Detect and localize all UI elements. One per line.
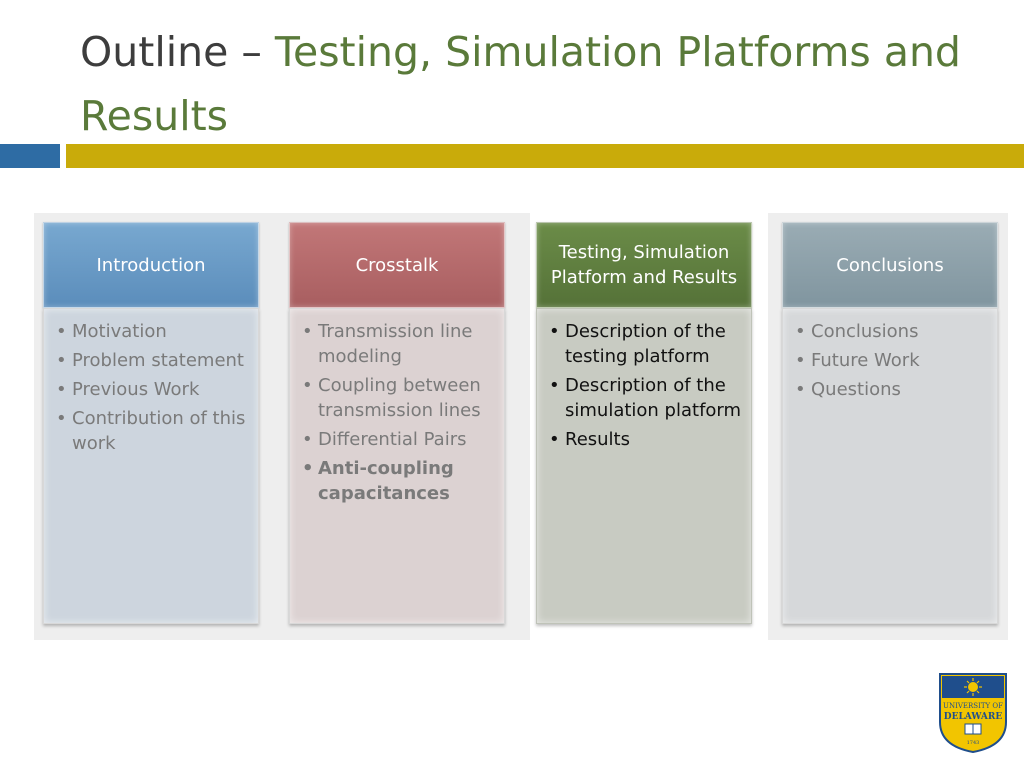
column-testing: Testing, Simulation Platform and Results…: [536, 222, 752, 624]
list-item: Results: [547, 427, 743, 452]
list-item: Description of the simulation platform: [547, 373, 743, 423]
list-item: Transmission line modeling: [300, 319, 496, 369]
logo-text-line2: DELAWARE: [944, 712, 1003, 722]
list-item: Anti-coupling capacitances: [300, 456, 496, 506]
list-item: Conclusions: [793, 319, 989, 344]
logo-year: 1743: [967, 740, 980, 746]
accent-bar-gold: [66, 144, 1024, 168]
column-body-testing: Description of the testing platform Desc…: [536, 308, 752, 624]
title-prefix: Outline –: [80, 28, 275, 76]
list-item: Previous Work: [54, 377, 250, 402]
column-body-crosstalk: Transmission line modeling Coupling betw…: [289, 308, 505, 624]
list-item: Future Work: [793, 348, 989, 373]
column-header-testing: Testing, Simulation Platform and Results: [536, 222, 752, 308]
column-header-conclusions: Conclusions: [782, 222, 998, 308]
list-item: Motivation: [54, 319, 250, 344]
list-item: Differential Pairs: [300, 427, 496, 452]
column-body-introduction: Motivation Problem statement Previous Wo…: [43, 308, 259, 624]
list-item: Coupling between transmission lines: [300, 373, 496, 423]
list-item: Contribution of this work: [54, 406, 250, 456]
column-header-introduction: Introduction: [43, 222, 259, 308]
logo-text-line1: UNIVERSITY OF: [943, 702, 1003, 710]
slide-title: Outline – Testing, Simulation Platforms …: [80, 20, 980, 148]
title-accent: Testing, Simulation Platforms and Result…: [80, 28, 961, 140]
list-item: Questions: [793, 377, 989, 402]
column-introduction: Introduction Motivation Problem statemen…: [43, 222, 259, 624]
university-shield-logo: UNIVERSITY OF DELAWARE 1743: [939, 673, 1007, 754]
accent-bar-blue: [0, 144, 60, 168]
list-item: Problem statement: [54, 348, 250, 373]
column-conclusions: Conclusions Conclusions Future Work Ques…: [782, 222, 998, 624]
column-body-conclusions: Conclusions Future Work Questions: [782, 308, 998, 624]
column-crosstalk: Crosstalk Transmission line modeling Cou…: [289, 222, 505, 624]
list-item: Description of the testing platform: [547, 319, 743, 369]
column-header-crosstalk: Crosstalk: [289, 222, 505, 308]
